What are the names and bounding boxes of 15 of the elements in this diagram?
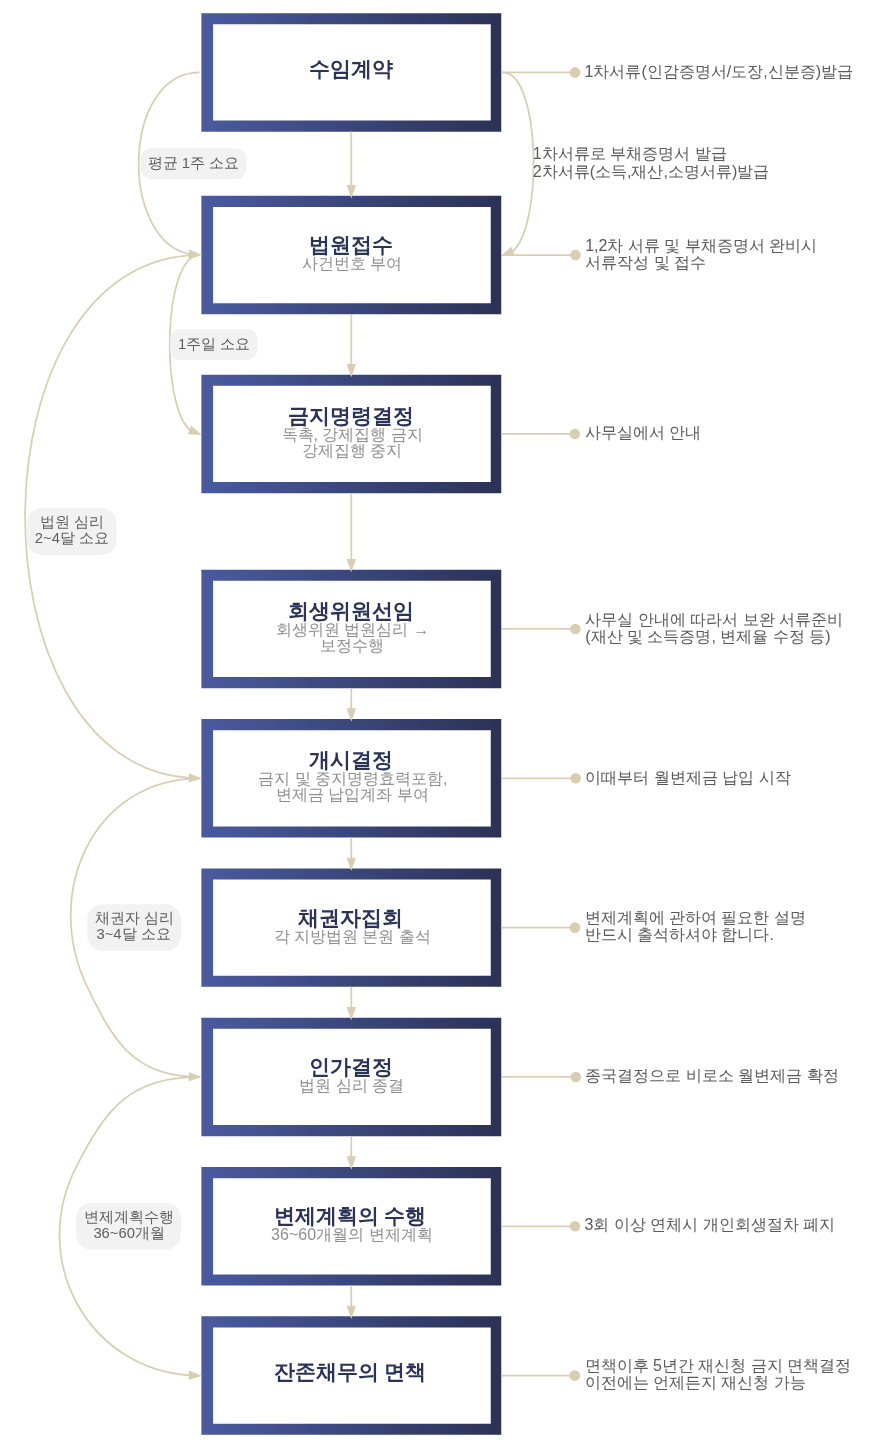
node-text: 이때부터 월변제금 납입 시작 [584, 767, 791, 786]
edge-label: 법원 심리 2~4달 소요 [34, 514, 109, 547]
edge-label: 평균 1주 소요 [147, 155, 239, 172]
edge-label: 1차서류로 부채증명서 발급 2차서류(소득,재산,소명서류)발급 [532, 144, 769, 180]
edge-label: 변제계획수행 36~60개월 [83, 1209, 174, 1242]
edge-label: 1주일 소요 [177, 335, 250, 352]
node-text: 종국결정으로 비로소 월변제금 확정 [584, 1066, 839, 1085]
node-text: 1차서류(인감증명서/도장,신분증)발급 [584, 61, 853, 80]
node-text: 사무실에서 안내 [584, 423, 701, 442]
node-text: 변제계획에 관하여 필요한 설명 반드시 출석하셔야 합니다. [584, 908, 806, 944]
node-text: 3회 이상 연체시 개인회생절차 폐지 [584, 1215, 835, 1234]
node-text: 사무실 안내에 따라서 보완 서류준비 (재산 및 소득증명, 변제율 수정 등) [584, 609, 843, 645]
node-text: 면책이후 5년간 재신청 금지 면책결정 이전에는 언제든지 재신청 가능 [584, 1356, 851, 1392]
node-text: 1,2차 서류 및 부채증명서 완비시 서류작성 및 접수 [584, 235, 817, 271]
edge-label: 채권자 심리 3~4달 소요 [94, 910, 174, 943]
